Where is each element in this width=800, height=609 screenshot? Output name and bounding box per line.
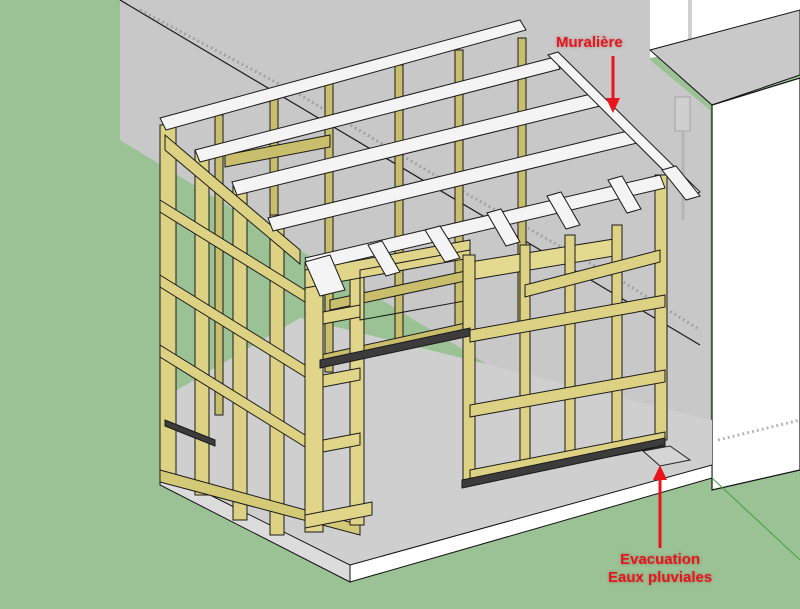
house-right-block [711, 77, 800, 491]
arrow-up-icon [653, 465, 667, 480]
timber-frame [159, 37, 668, 536]
label-evacuation: Evacuation Eaux pluviales [608, 551, 712, 587]
roof-joists [159, 19, 701, 297]
drain-grate [641, 445, 692, 467]
grass-tufts [139, 8, 701, 332]
label-evacuation-line1: Evacuation [620, 551, 701, 568]
label-muraliere: Muralière [556, 34, 623, 51]
back-top-plate [159, 19, 527, 131]
ground-line [119, 0, 701, 346]
green-axis-line [711, 477, 800, 561]
house-roof-ledge [648, 9, 800, 106]
muraliere-beam [547, 51, 701, 198]
arrow-down-icon [606, 98, 620, 113]
label-evacuation-line2: Eaux pluviales [608, 569, 713, 586]
annotation-arrows [606, 56, 667, 548]
wall-box [674, 96, 691, 132]
